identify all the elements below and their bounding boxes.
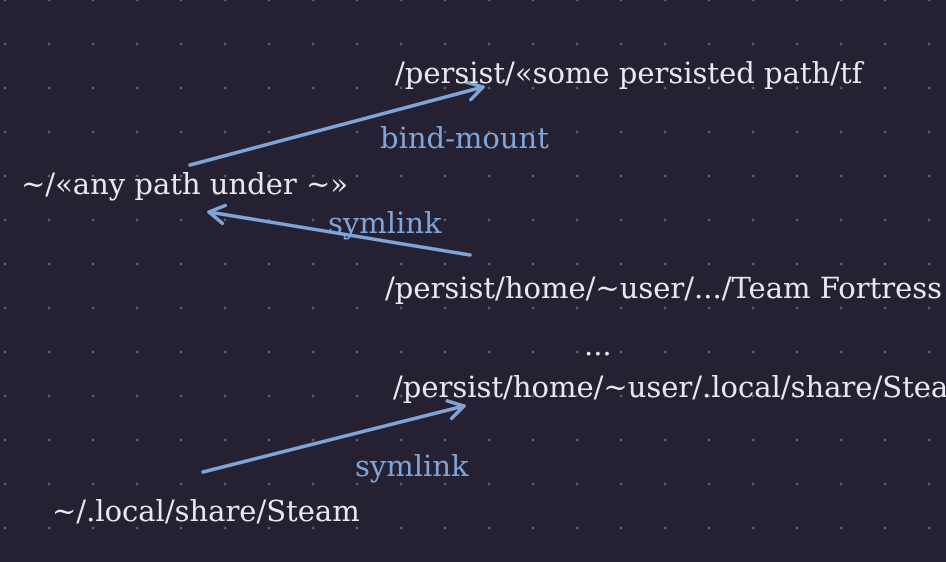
node-home-any-path: ~/«any path under ~»: [21, 167, 348, 201]
node-persist-steam: /persist/home/~user/.local/share/Steam: [393, 370, 946, 404]
node-persist-some-path: /persist/«some persisted path/tf: [395, 56, 863, 90]
symlink-steam-arrow: [201, 399, 466, 474]
symlink-tf-label: symlink: [328, 206, 442, 240]
node-ellipsis: ...: [584, 328, 612, 362]
node-home-steam: ~/.local/share/Steam: [52, 494, 360, 528]
node-persist-team-fortress: /persist/home/~user/.../Team Fortress 2/…: [385, 271, 946, 305]
symlink-tf-arrow: [207, 203, 472, 257]
bind-mount-label: bind-mount: [380, 121, 549, 155]
symlink-steam-label: symlink: [355, 449, 469, 483]
bind-mount-arrow: [188, 80, 485, 167]
